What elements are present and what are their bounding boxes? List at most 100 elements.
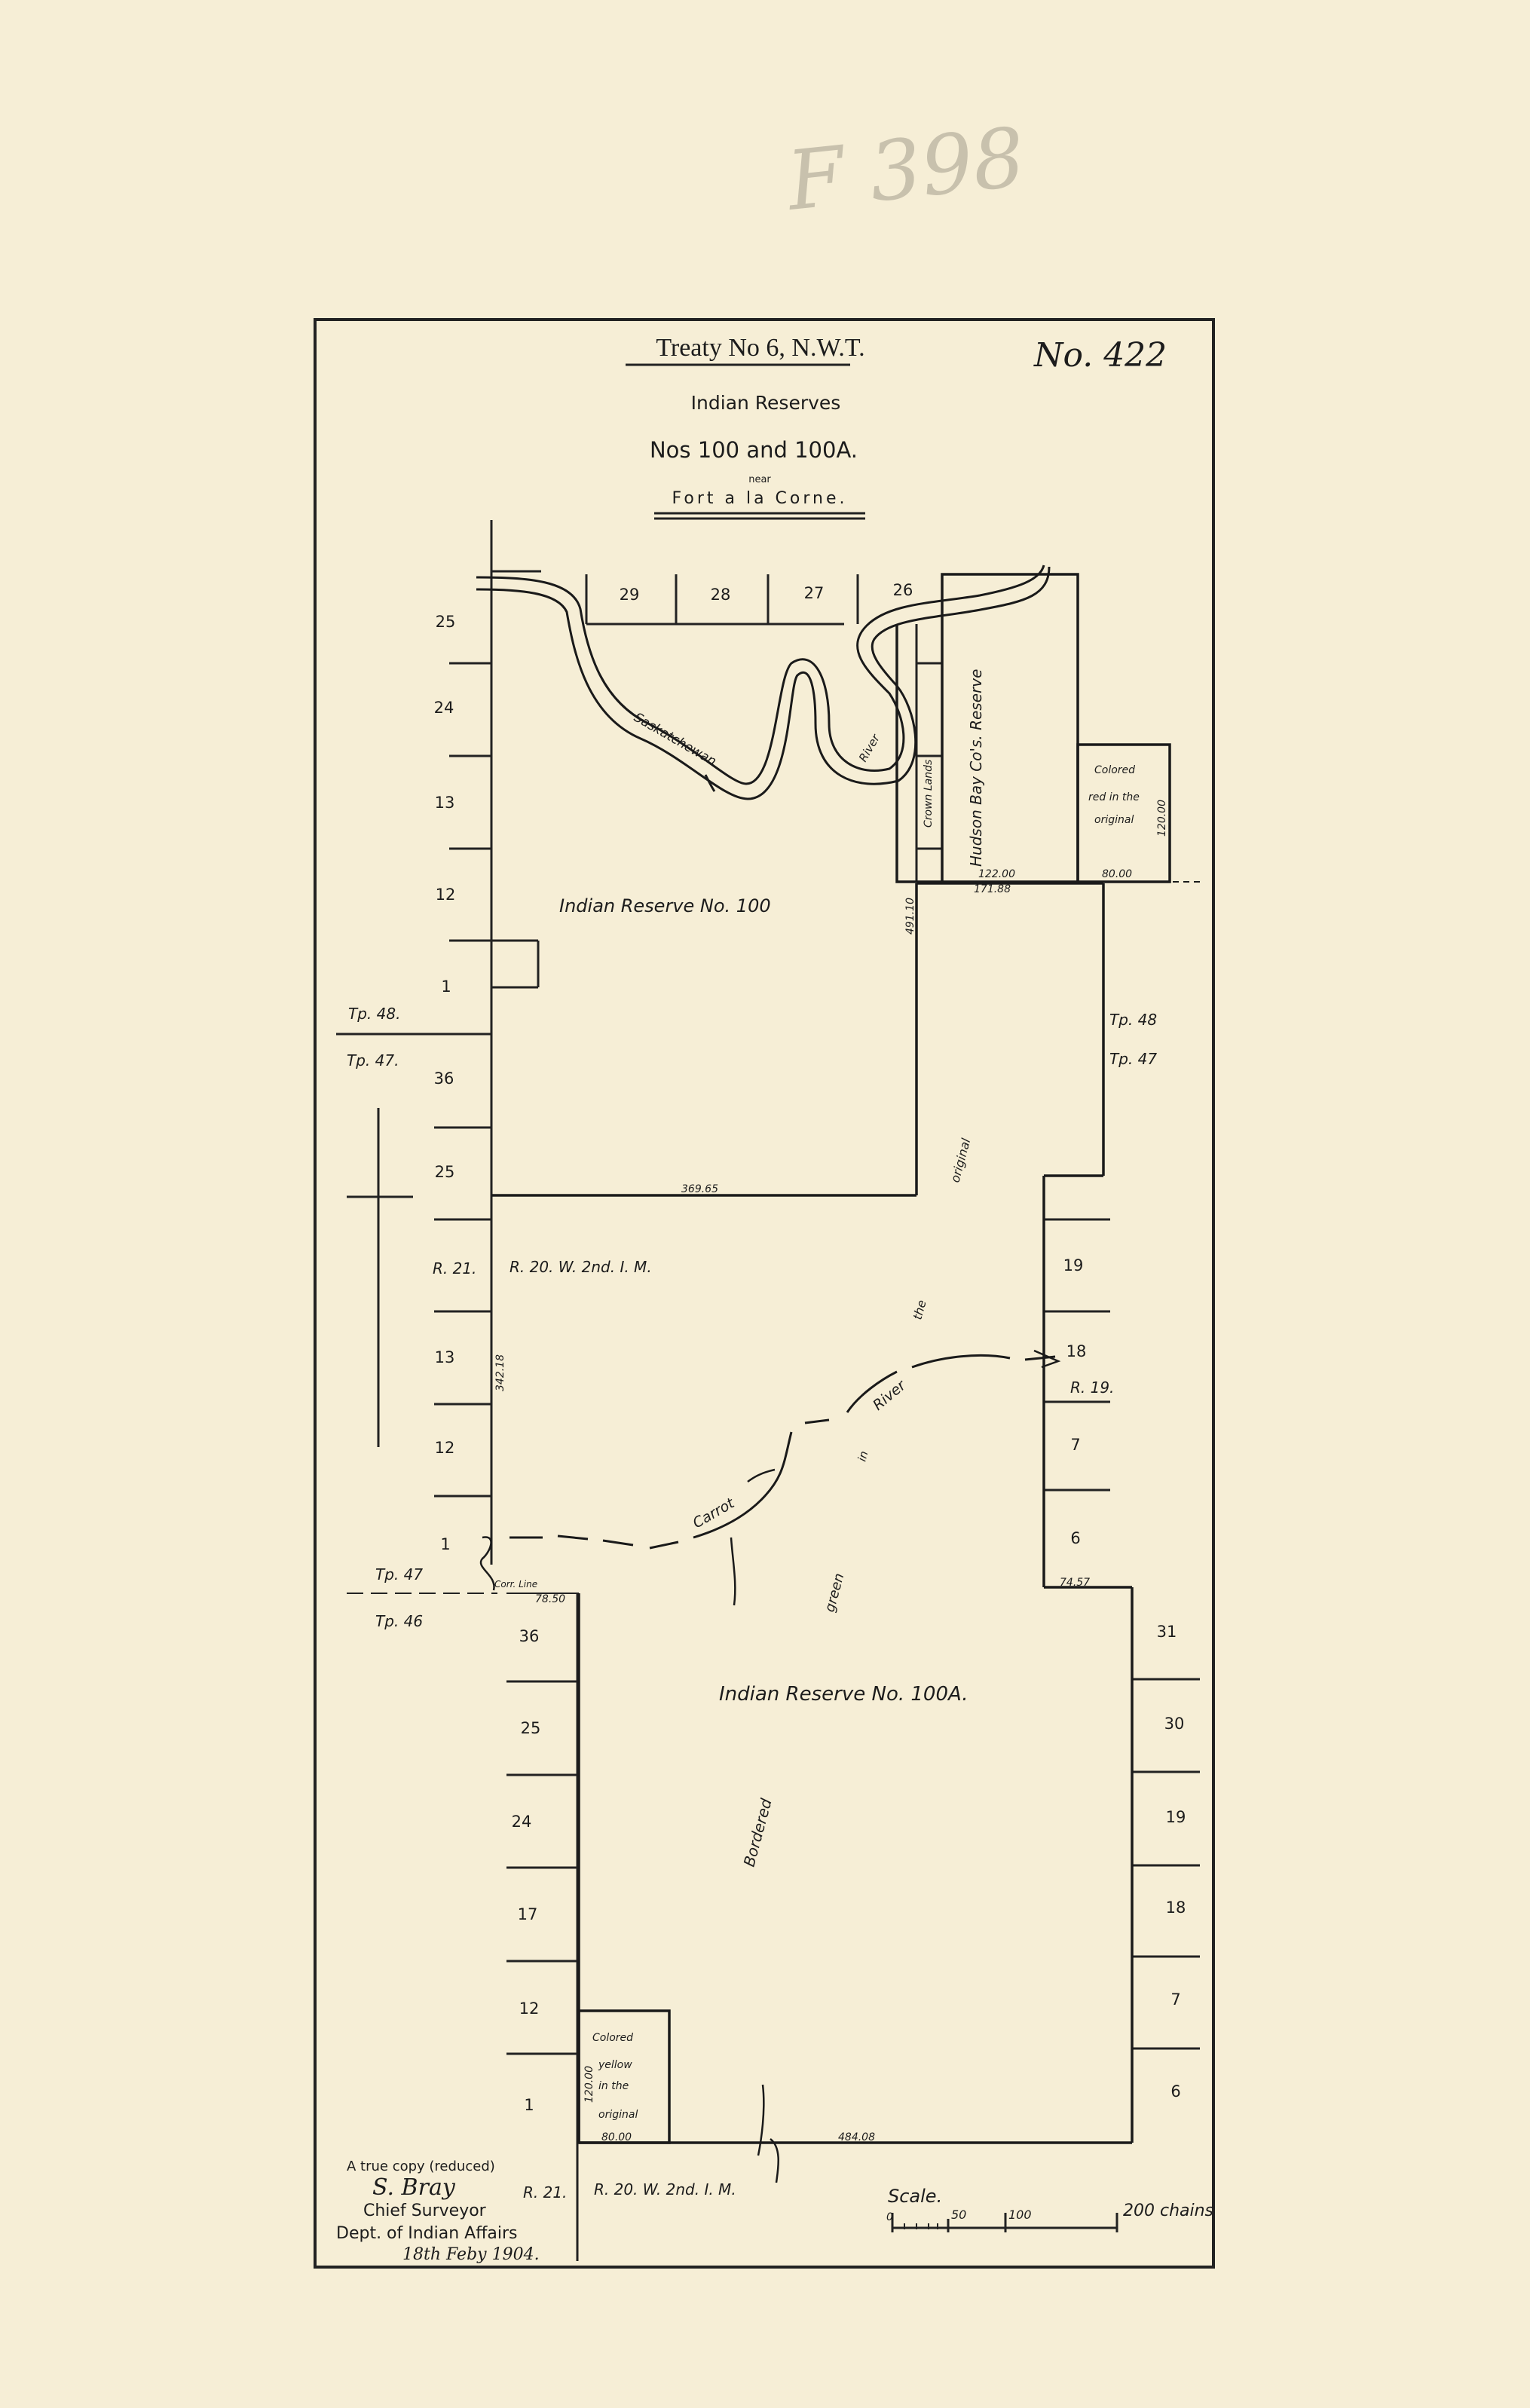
svg-text:R. 21.: R. 21. (433, 1259, 476, 1277)
title-line-1: Treaty No 6, N.W.T. (656, 334, 864, 362)
svg-text:0: 0 (886, 2211, 893, 2223)
title-block: Treaty No 6, N.W.T. Indian Reserves Nos … (626, 334, 865, 520)
range-labels: R. 21. R. 20. W. 2nd. I. M. R. 19. R. 21… (433, 1258, 1114, 2201)
title-line-5: Fort a la Corne. (672, 489, 847, 508)
svg-text:1: 1 (524, 2096, 534, 2114)
svg-text:29: 29 (620, 586, 640, 604)
svg-text:27: 27 (804, 584, 825, 602)
note-bordered-5: original (948, 1137, 974, 1184)
survey-grid (336, 520, 1200, 2261)
svg-text:30: 30 (1164, 1715, 1185, 1733)
svg-text:original: original (598, 2109, 638, 2121)
crown-lands-label: Crown Lands (923, 760, 935, 828)
svg-text:28: 28 (711, 586, 731, 604)
hbc-reserve-label: Hudson Bay Co's. Reserve (967, 669, 985, 867)
svg-text:18: 18 (1066, 1342, 1087, 1360)
reserve-outlines (491, 573, 1200, 2144)
svg-text:Tp. 46: Tp. 46 (375, 1612, 423, 1630)
signature: S. Bray (372, 2174, 456, 2201)
note-bordered-3: green (822, 1571, 848, 1614)
svg-text:12: 12 (435, 1439, 455, 1457)
svg-text:171.88: 171.88 (974, 883, 1011, 895)
svg-text:19: 19 (1063, 1256, 1084, 1274)
svg-text:in the: in the (598, 2080, 629, 2092)
svg-text:80.00: 80.00 (601, 2131, 632, 2143)
svg-text:Tp. 47: Tp. 47 (1109, 1050, 1157, 1068)
svg-text:red in the: red in the (1088, 791, 1140, 803)
reserve-100a-label: Indian Reserve No. 100A. (719, 1683, 968, 1706)
title-line-4: near (748, 474, 771, 485)
svg-text:Tp. 48: Tp. 48 (1109, 1011, 1157, 1029)
svg-text:R. 19.: R. 19. (1070, 1378, 1114, 1397)
note-bordered-1: Bordered (740, 1797, 776, 1869)
svg-text:R. 21.: R. 21. (523, 2183, 567, 2201)
svg-text:yellow: yellow (598, 2059, 632, 2071)
svg-text:74.57: 74.57 (1060, 1577, 1090, 1589)
township-labels: Tp. 48. Tp. 47. Tp. 48 Tp. 47 Tp. 47 Tp.… (347, 1005, 1157, 1630)
svg-text:200 chains: 200 chains (1123, 2201, 1213, 2220)
svg-text:78.50: 78.50 (535, 1593, 565, 1605)
carrot-river (479, 1349, 1061, 2183)
svg-text:36: 36 (519, 1627, 540, 1645)
svg-text:491.10: 491.10 (904, 898, 916, 935)
scale-label: Scale. (888, 2186, 942, 2207)
svg-text:25: 25 (435, 1163, 455, 1181)
svg-text:484.08: 484.08 (838, 2131, 875, 2143)
svg-text:Tp. 47: Tp. 47 (375, 1565, 423, 1583)
note-bordered-4: the (910, 1299, 929, 1321)
svg-text:1: 1 (440, 1535, 450, 1553)
svg-text:12: 12 (519, 2000, 540, 2018)
svg-text:50: 50 (951, 2208, 966, 2222)
svg-text:31: 31 (1157, 1623, 1177, 1641)
svg-text:Colored: Colored (592, 2032, 633, 2044)
svg-text:7: 7 (1070, 1436, 1080, 1454)
svg-text:6: 6 (1170, 2082, 1180, 2100)
svg-text:36: 36 (434, 1069, 454, 1088)
svg-text:24: 24 (512, 1813, 532, 1831)
scale-bar: Scale. 0 50 100 200 chains (886, 2186, 1213, 2232)
svg-text:6: 6 (1070, 1529, 1080, 1547)
svg-text:100: 100 (1008, 2208, 1032, 2222)
svg-text:24: 24 (434, 699, 454, 717)
svg-text:17: 17 (518, 1905, 538, 1923)
note-red: Colored red in the original (1088, 764, 1140, 826)
svg-text:120.00: 120.00 (1156, 800, 1168, 837)
reserve-100-label: Indian Reserve No. 100 (559, 895, 771, 916)
attestation: A true copy (reduced) S. Bray Chief Surv… (336, 2159, 540, 2264)
river-label-carrot-b: River (870, 1377, 910, 1414)
correction-line: Corr. Line (494, 1579, 537, 1590)
svg-text:12: 12 (436, 886, 456, 904)
section-numbers: 29 28 27 26 25 24 13 12 1 36 25 13 12 1 … (434, 581, 1186, 2114)
river-label-sask-b: River (856, 732, 883, 764)
svg-text:R. 20. W. 2nd. I. M.: R. 20. W. 2nd. I. M. (594, 2180, 736, 2198)
svg-text:342.18: 342.18 (494, 1354, 506, 1391)
measurements: 122.00 80.00 171.88 491.10 369.65 342.18… (494, 800, 1168, 2143)
svg-text:Tp. 48.: Tp. 48. (348, 1005, 400, 1023)
svg-text:13: 13 (435, 1348, 455, 1366)
svg-text:80.00: 80.00 (1102, 868, 1132, 880)
svg-text:R. 20. W. 2nd. I. M.: R. 20. W. 2nd. I. M. (509, 1258, 652, 1276)
svg-text:13: 13 (435, 794, 455, 812)
svg-text:7: 7 (1170, 1990, 1180, 2009)
note-bordered-2: in (855, 1449, 871, 1463)
catalogue-mark: F 398 (782, 111, 1030, 229)
svg-text:18th Feby 1904.: 18th Feby 1904. (402, 2245, 540, 2264)
title-line-2: Indian Reserves (691, 392, 841, 414)
river-label-carrot: Carrot (690, 1495, 739, 1532)
map-border (314, 318, 1215, 2269)
svg-text:Colored: Colored (1094, 764, 1135, 776)
svg-text:120.00: 120.00 (583, 2066, 595, 2103)
map-number: No. 422 (1033, 336, 1167, 375)
saskatchewan-river (476, 565, 1051, 800)
svg-text:122.00: 122.00 (978, 868, 1015, 880)
svg-text:Chief Surveyor: Chief Surveyor (363, 2201, 487, 2220)
svg-text:18: 18 (1166, 1899, 1186, 1917)
svg-text:Tp. 47.: Tp. 47. (347, 1051, 399, 1069)
svg-text:Dept. of Indian Affairs: Dept. of Indian Affairs (336, 2224, 518, 2243)
svg-text:25: 25 (436, 613, 456, 631)
note-yellow: Colored yellow in the original (592, 2032, 638, 2121)
svg-text:original: original (1094, 814, 1134, 826)
title-line-3: Nos 100 and 100A. (650, 437, 858, 463)
svg-text:26: 26 (893, 581, 913, 599)
